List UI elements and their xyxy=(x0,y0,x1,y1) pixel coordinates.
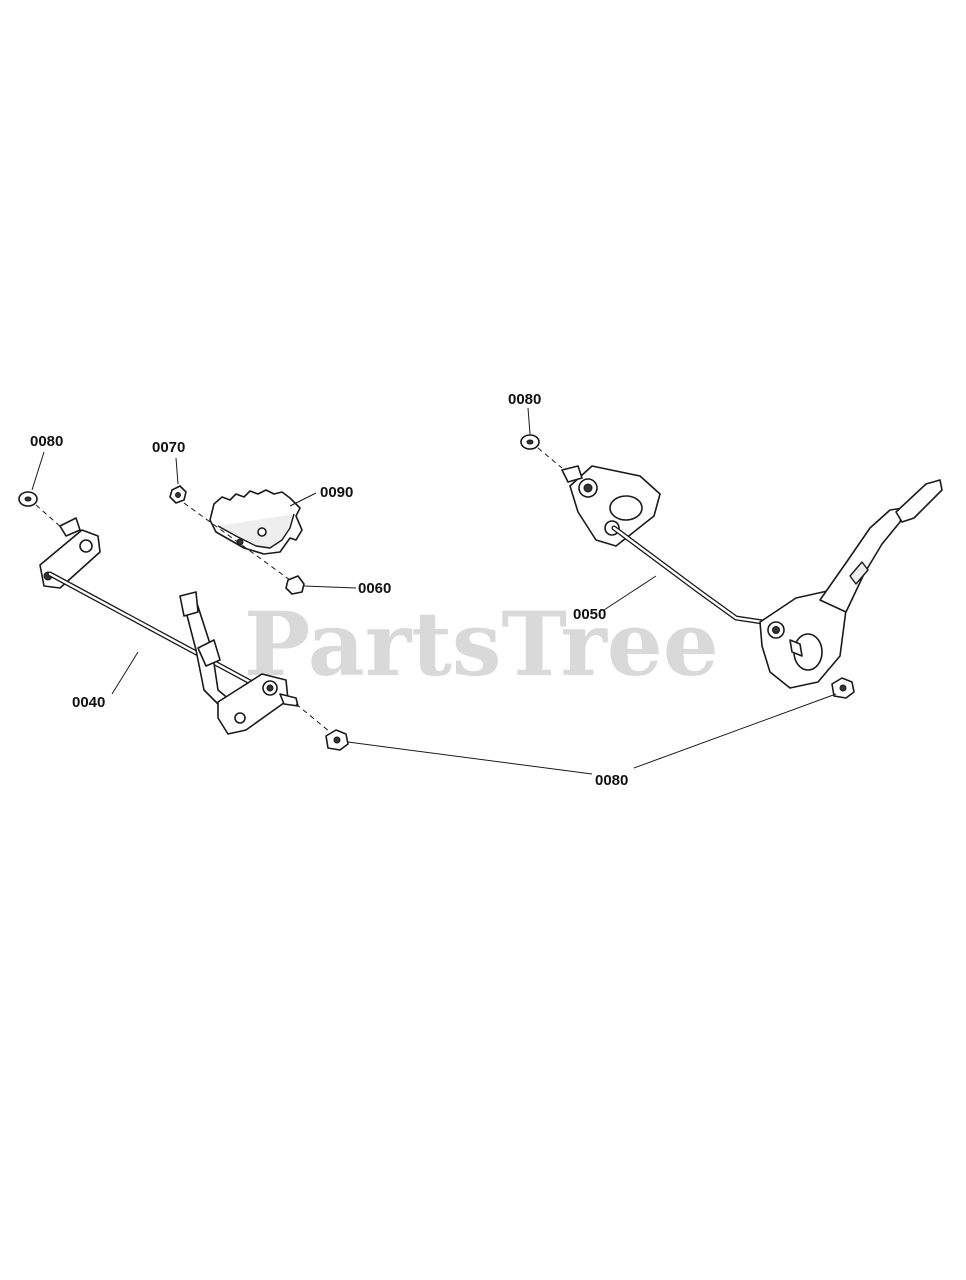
callout-0090[interactable]: 0090 xyxy=(320,484,353,501)
part-0060-bolt[interactable] xyxy=(285,575,305,595)
explode-line-top xyxy=(537,447,563,469)
leader-0080-bottom-left xyxy=(347,741,593,775)
leader-0040 xyxy=(111,651,139,695)
leader-0050 xyxy=(603,575,657,611)
callout-0040[interactable]: 0040 xyxy=(72,694,105,711)
explode-line-bottom-left xyxy=(295,703,331,733)
part-0080-nut-bottom-right[interactable] xyxy=(831,677,855,699)
callout-0070[interactable]: 0070 xyxy=(152,439,185,456)
part-0080-nut-bottom-left[interactable] xyxy=(325,729,349,751)
callout-0080-left[interactable]: 0080 xyxy=(30,433,63,450)
leader-0080-bottom-right xyxy=(633,693,837,769)
callout-0080-bottom[interactable]: 0080 xyxy=(595,772,628,789)
callout-0060[interactable]: 0060 xyxy=(358,580,391,597)
callout-0080-top[interactable]: 0080 xyxy=(508,391,541,408)
leader-0070 xyxy=(175,457,179,485)
part-0050-lift-shaft-right[interactable] xyxy=(561,465,943,689)
part-0040-lift-shaft-left[interactable] xyxy=(39,517,299,735)
explode-line-left xyxy=(35,504,63,529)
leader-0090 xyxy=(289,492,317,507)
part-0090-notched-bracket[interactable] xyxy=(209,489,303,555)
watermark: PartsTree xyxy=(244,592,719,696)
part-0080-washer-top[interactable] xyxy=(520,434,540,450)
leader-0060 xyxy=(303,585,357,589)
callout-0050[interactable]: 0050 xyxy=(573,606,606,623)
part-0080-washer-left[interactable] xyxy=(18,491,38,507)
explode-line-center xyxy=(183,502,291,581)
leader-0080-top xyxy=(527,407,531,435)
leader-0080-left xyxy=(31,451,45,491)
part-0070-nut[interactable] xyxy=(169,485,187,504)
